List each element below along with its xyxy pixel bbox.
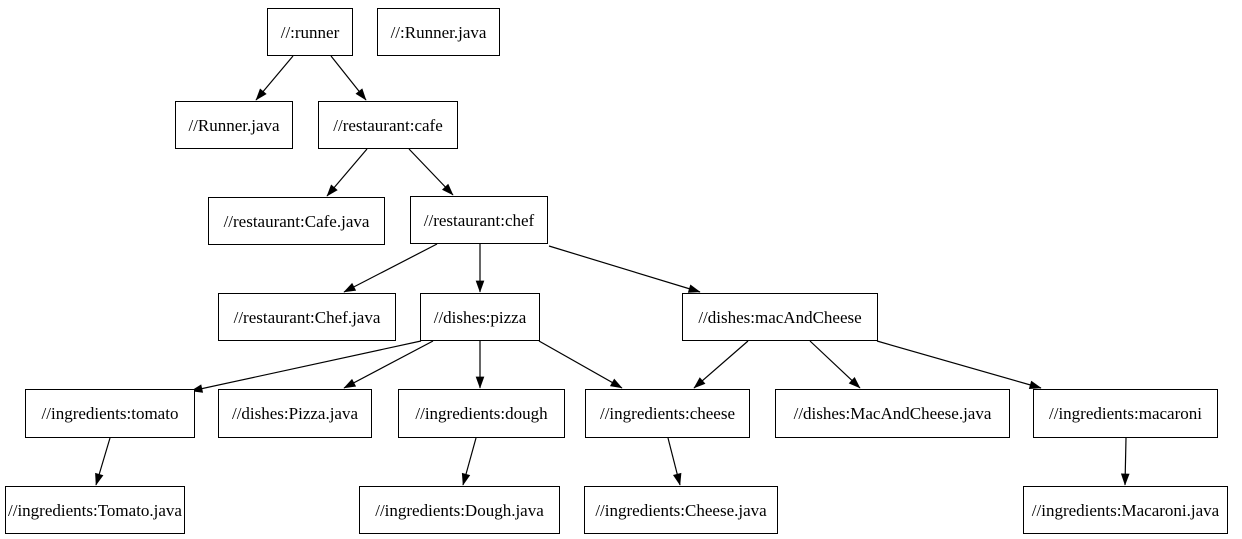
node-label: //ingredients:tomato bbox=[41, 404, 179, 423]
edge-mac-and-cheese-to-macaroni bbox=[876, 340, 1042, 390]
edge-macaroni-to-macaroni-java bbox=[1120, 437, 1130, 486]
node-label: //dishes:pizza bbox=[433, 307, 527, 327]
node-label: //restaurant:Cafe.java bbox=[223, 211, 370, 231]
edge-pizza-to-tomato bbox=[190, 340, 422, 393]
node-tomato-java: //ingredients:Tomato.java bbox=[5, 486, 185, 534]
node-label: //restaurant:Chef.java bbox=[233, 307, 381, 327]
node-label: //ingredients:macaroni bbox=[1049, 404, 1202, 423]
node-macaroni-java: //ingredients:Macaroni.java bbox=[1023, 486, 1228, 534]
node-dough-java: //ingredients:Dough.java bbox=[359, 486, 560, 534]
edge-runner-to-cafe bbox=[330, 55, 367, 101]
node-label: //ingredients:Cheese.java bbox=[595, 500, 767, 520]
node-label: //Runner.java bbox=[188, 115, 280, 135]
node-runner-java: //Runner.java bbox=[175, 101, 293, 149]
node-runner-java-root: //:Runner.java bbox=[377, 8, 500, 56]
node-label: //ingredients:cheese bbox=[599, 404, 735, 423]
node-chef: //restaurant:chef bbox=[410, 196, 548, 244]
node-label: //ingredients:dough bbox=[415, 404, 548, 423]
node-tomato: //ingredients:tomato bbox=[25, 389, 195, 438]
node-cheese: //ingredients:cheese bbox=[585, 389, 750, 438]
edge-pizza-to-cheese bbox=[538, 340, 623, 389]
node-mac-java: //dishes:MacAndCheese.java bbox=[775, 389, 1010, 438]
edge-mac-and-cheese-to-cheese bbox=[693, 340, 749, 389]
node-cafe-java: //restaurant:Cafe.java bbox=[208, 197, 385, 245]
node-pizza-java: //dishes:Pizza.java bbox=[218, 389, 372, 438]
edge-dough-to-dough-java bbox=[461, 437, 477, 486]
node-label: //ingredients:Macaroni.java bbox=[1031, 500, 1220, 520]
node-label: //:Runner.java bbox=[390, 22, 487, 42]
edge-runner-to-runner-java bbox=[255, 55, 294, 101]
node-label: //ingredients:Dough.java bbox=[375, 500, 544, 520]
node-runner: //:runner bbox=[267, 8, 353, 56]
node-label: //restaurant:chef bbox=[423, 210, 535, 230]
edge-cheese-to-cheese-java bbox=[667, 437, 682, 486]
node-label: //ingredients:Tomato.java bbox=[8, 500, 182, 520]
node-macaroni: //ingredients:macaroni bbox=[1033, 389, 1218, 438]
node-label: //restaurant:cafe bbox=[333, 115, 443, 135]
node-mac-and-cheese: //dishes:macAndCheese bbox=[682, 293, 878, 341]
node-label: //:runner bbox=[280, 22, 340, 42]
node-label: //dishes:Pizza.java bbox=[231, 404, 359, 423]
edge-chef-to-chef-java bbox=[343, 243, 438, 293]
node-chef-java: //restaurant:Chef.java bbox=[218, 293, 396, 341]
node-dough: //ingredients:dough bbox=[398, 389, 565, 438]
node-label: //dishes:macAndCheese bbox=[698, 307, 862, 327]
edge-cafe-to-chef bbox=[408, 148, 454, 196]
node-label: //dishes:MacAndCheese.java bbox=[793, 404, 992, 423]
edge-tomato-to-tomato-java bbox=[95, 437, 111, 486]
edge-mac-and-cheese-to-mac-java bbox=[809, 340, 861, 389]
node-pizza: //dishes:pizza bbox=[420, 293, 540, 341]
edge-pizza-to-pizza-java bbox=[343, 340, 434, 389]
node-cafe: //restaurant:cafe bbox=[318, 101, 458, 149]
edge-cafe-to-cafe-java bbox=[326, 148, 368, 197]
edge-chef-to-mac-and-cheese bbox=[548, 245, 701, 293]
node-cheese-java: //ingredients:Cheese.java bbox=[584, 486, 778, 534]
